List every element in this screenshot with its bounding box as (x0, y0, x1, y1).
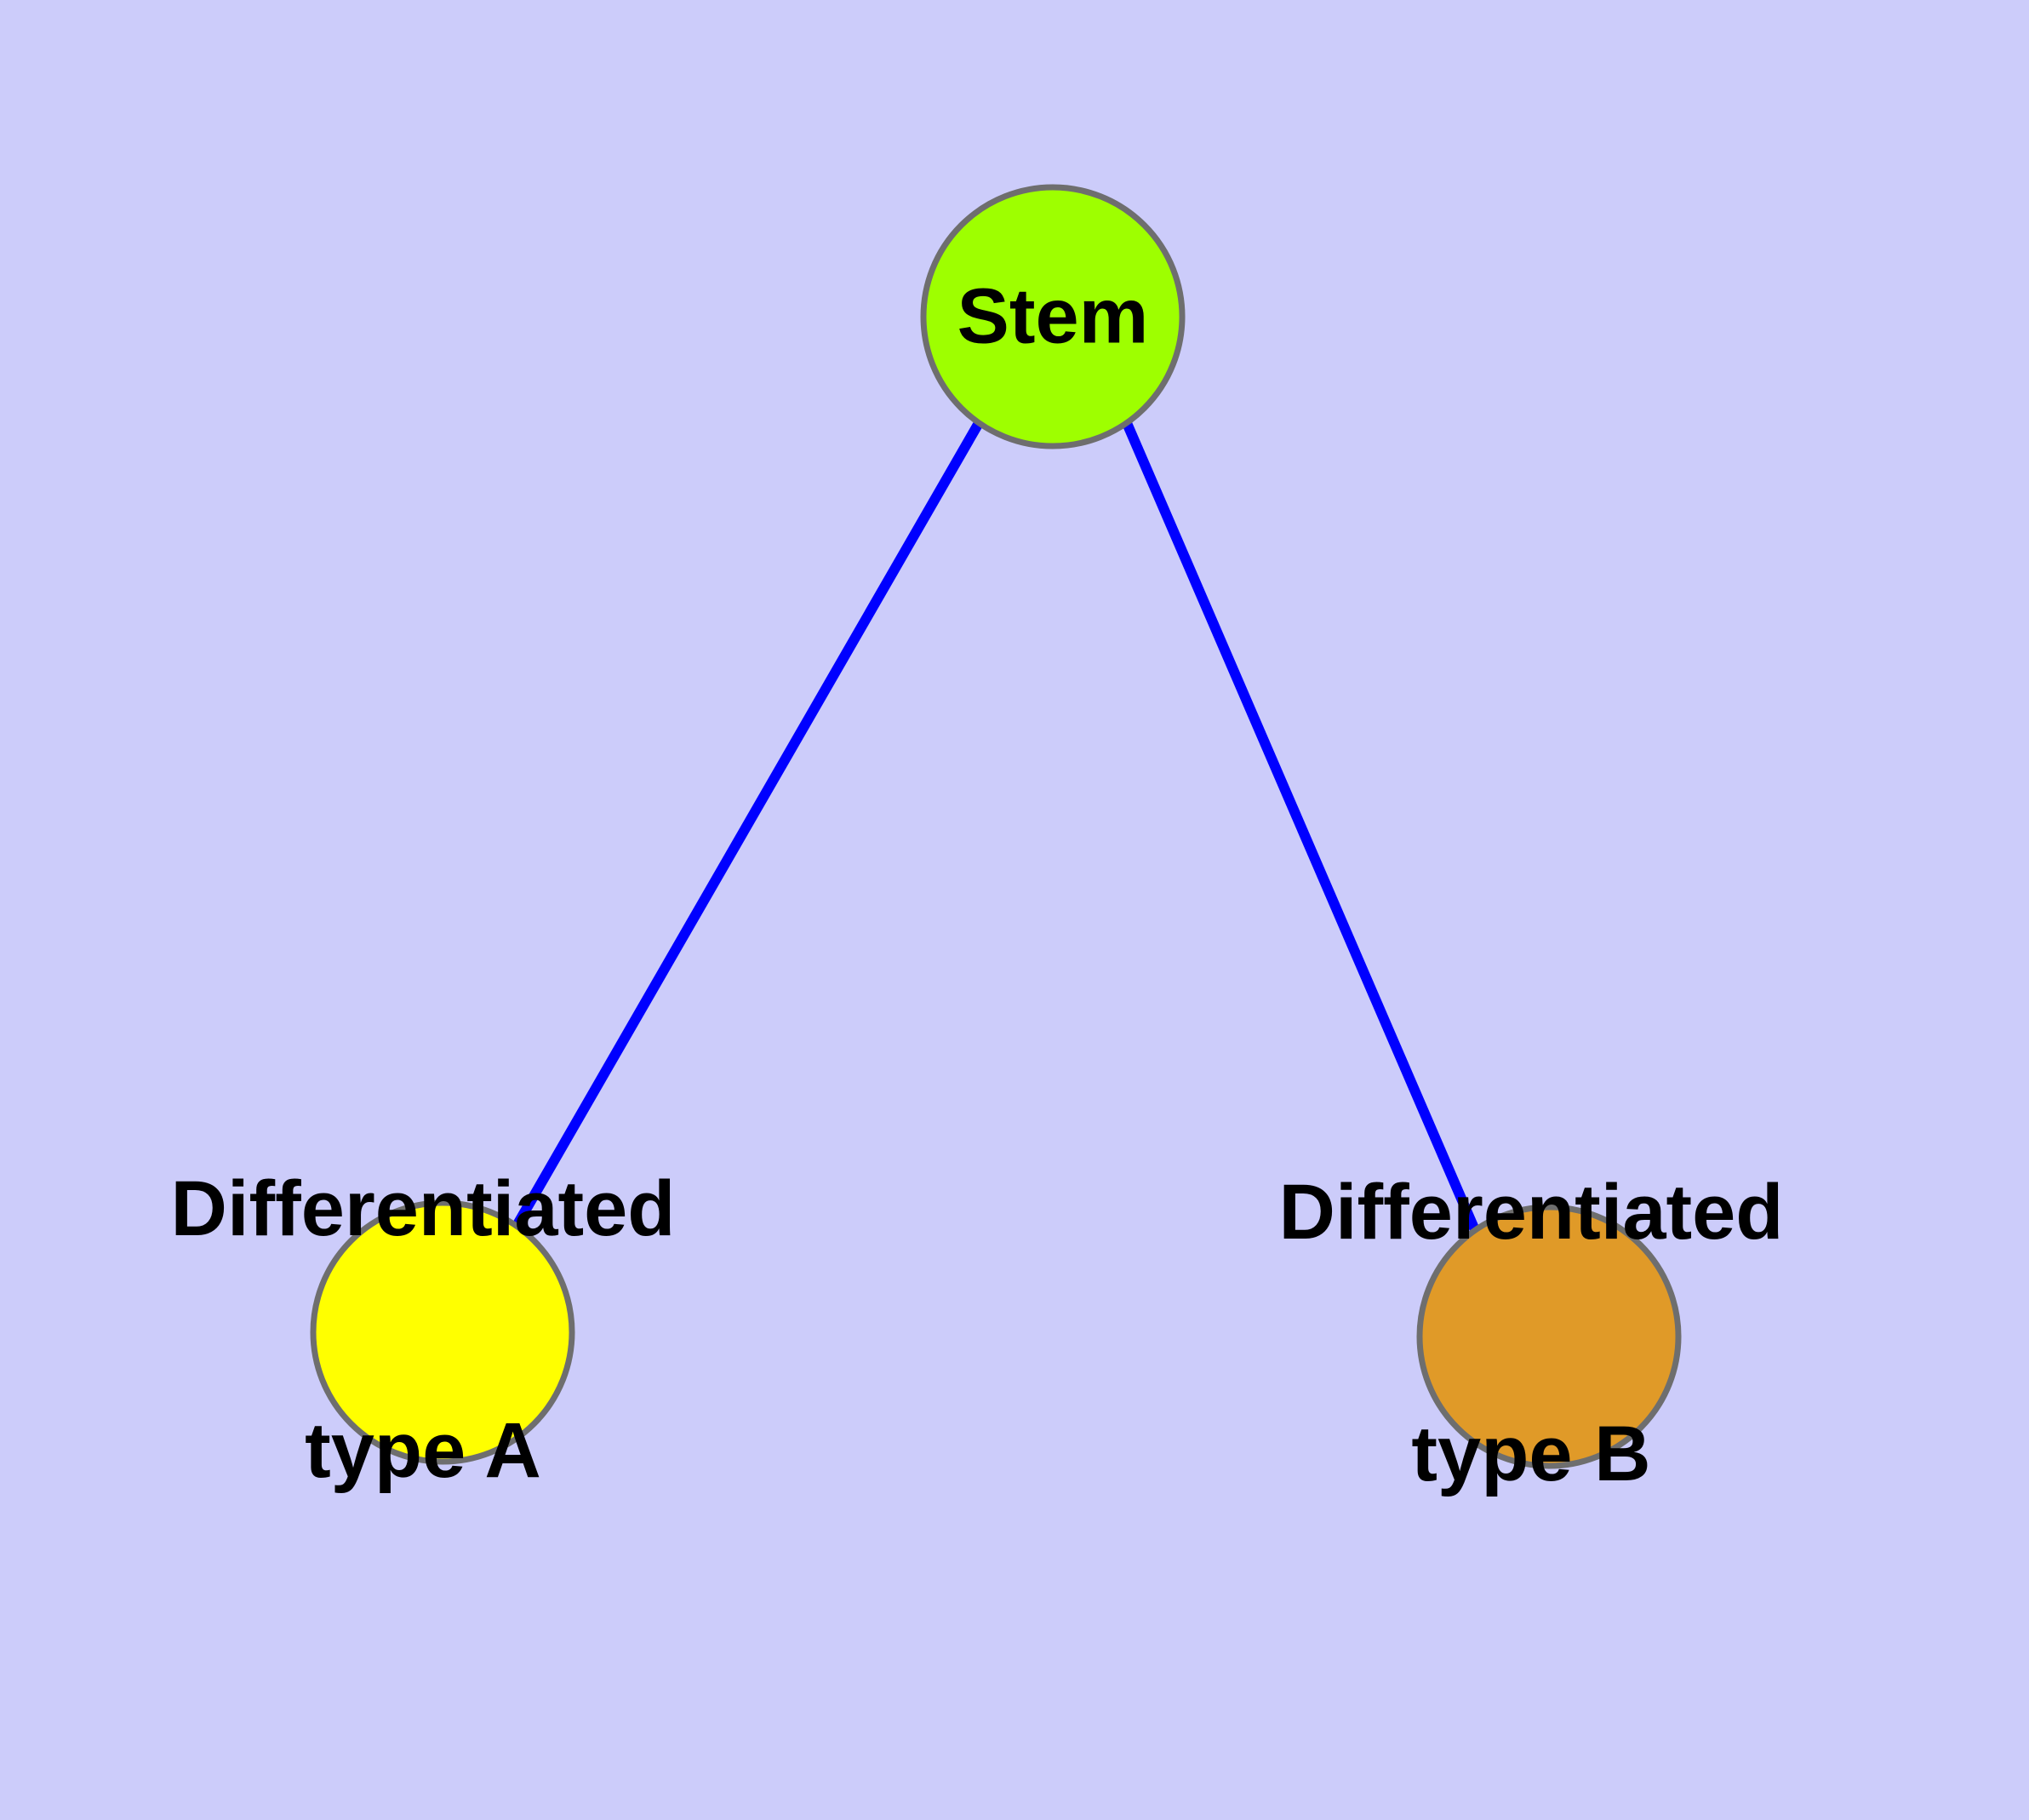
edge-stem-to-differentiated-b (1122, 421, 1480, 1233)
edge-stem-to-differentiated-a (512, 421, 984, 1228)
node-stem[interactable] (920, 184, 1186, 449)
nodes-group (310, 184, 1682, 1469)
node-differentiated-type-a[interactable] (310, 1199, 575, 1465)
edges-group (512, 421, 1480, 1233)
node-differentiated-type-b[interactable] (1416, 1204, 1682, 1469)
